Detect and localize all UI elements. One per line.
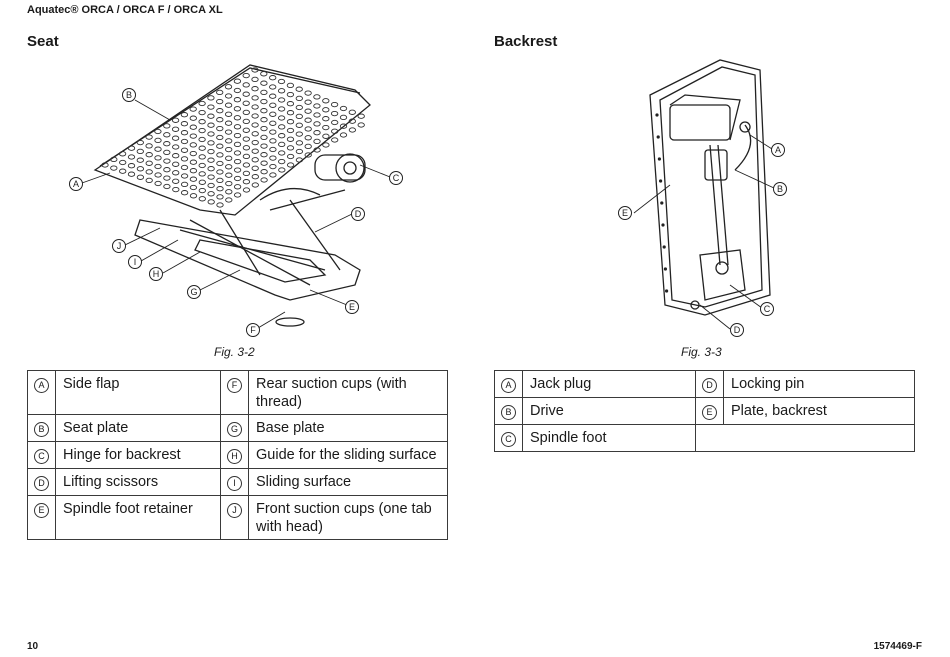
legend-key: C: [501, 432, 516, 447]
seat-illustration: [93, 64, 371, 327]
table-row: E Spindle foot retainer J Front suction …: [27, 495, 448, 540]
backrest-callout-b: B: [777, 184, 783, 194]
legend-key: A: [34, 378, 49, 393]
legend-key: F: [227, 378, 242, 393]
legend-label: Plate, backrest: [723, 397, 915, 425]
table-row: A Side flap F Rear suction cups (with th…: [27, 370, 448, 415]
legend-label: Rear suction cups (with thread): [248, 370, 448, 415]
legend-key: E: [702, 405, 717, 420]
legend-key: G: [227, 422, 242, 437]
backrest-callout-d: D: [734, 325, 741, 335]
legend-key: I: [227, 476, 242, 491]
legend-label: Guide for the sliding surface: [248, 441, 448, 469]
seat-callout-d: D: [355, 209, 362, 219]
legend-key: H: [227, 449, 242, 464]
document-number: 1574469-F: [873, 641, 922, 652]
backrest-figure-caption: Fig. 3-3: [681, 345, 722, 359]
seat-callout-f: F: [250, 325, 256, 335]
page-number: 10: [27, 641, 39, 652]
legend-key: B: [34, 422, 49, 437]
legend-label: Side flap: [55, 370, 221, 415]
seat-legend-table: A Side flap F Rear suction cups (with th…: [27, 370, 448, 540]
legend-label: Front suction cups (one tab with head): [248, 495, 448, 540]
legend-label: Lifting scissors: [55, 468, 221, 496]
document-header: Aquatec® ORCA / ORCA F / ORCA XL: [27, 4, 223, 16]
legend-key: J: [227, 503, 242, 518]
table-row: A Jack plug D Locking pin: [494, 370, 915, 398]
table-row: D Lifting scissors I Sliding surface: [27, 468, 448, 496]
legend-label: Sliding surface: [248, 468, 448, 496]
table-row: C Hinge for backrest H Guide for the sli…: [27, 441, 448, 469]
legend-label: Seat plate: [55, 414, 221, 442]
legend-label: Spindle foot: [522, 424, 696, 452]
legend-key: A: [501, 378, 516, 393]
seat-callouts: B A C D E F G H I J: [69, 88, 403, 337]
backrest-illustration: [649, 59, 771, 316]
backrest-callouts: A B C D E: [618, 134, 787, 337]
legend-key: C: [34, 449, 49, 464]
legend-label: Jack plug: [522, 370, 696, 398]
seat-callout-c: C: [393, 173, 400, 183]
empty-cell: [695, 424, 915, 452]
seat-callout-g: G: [190, 287, 197, 297]
seat-callout-a: A: [73, 179, 79, 189]
seat-callout-b: B: [126, 90, 132, 100]
legend-label: Spindle foot retainer: [55, 495, 221, 540]
seat-figure-caption: Fig. 3-2: [214, 345, 255, 359]
legend-key: E: [34, 503, 49, 518]
legend-label: Base plate: [248, 414, 448, 442]
legend-label: Drive: [522, 397, 696, 425]
seat-callout-j: J: [117, 241, 122, 251]
table-row: B Drive E Plate, backrest: [494, 397, 915, 425]
legend-key: D: [702, 378, 717, 393]
backrest-callout-e: E: [622, 208, 628, 218]
backrest-callout-a: A: [775, 145, 781, 155]
backrest-legend-table: A Jack plug D Locking pin B Drive E Plat…: [494, 370, 915, 452]
backrest-callout-c: C: [764, 304, 771, 314]
seat-heading: Seat: [27, 33, 59, 50]
seat-callout-h: H: [153, 269, 160, 279]
backrest-heading: Backrest: [494, 33, 558, 50]
legend-key: B: [501, 405, 516, 420]
legend-label: Hinge for backrest: [55, 441, 221, 469]
legend-key: D: [34, 476, 49, 491]
seat-callout-i: I: [134, 257, 137, 267]
table-row: B Seat plate G Base plate: [27, 414, 448, 442]
table-row: C Spindle foot: [494, 424, 915, 452]
seat-callout-e: E: [349, 302, 355, 312]
legend-label: Locking pin: [723, 370, 915, 398]
